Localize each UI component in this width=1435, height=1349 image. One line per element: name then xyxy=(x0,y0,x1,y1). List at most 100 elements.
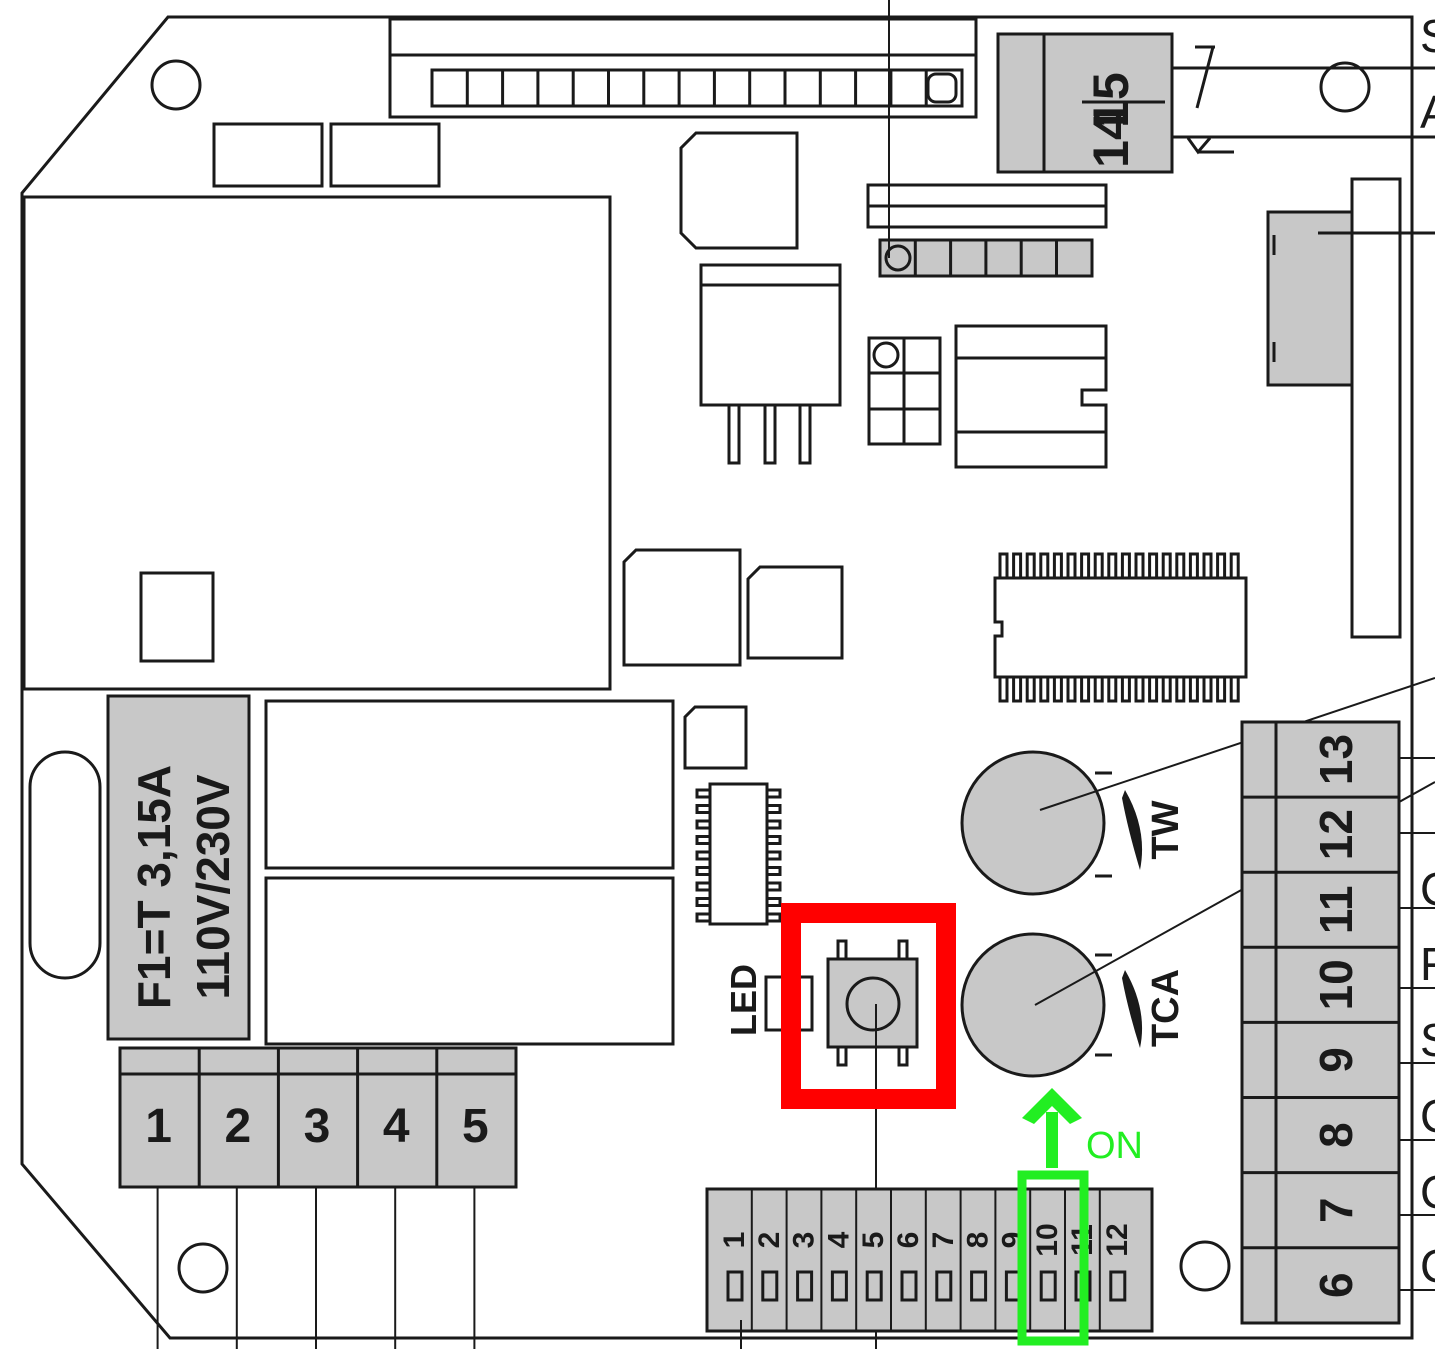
ic-pin xyxy=(695,881,712,892)
ic-pin xyxy=(695,804,712,814)
ic-pin xyxy=(1216,552,1227,580)
ic-pin xyxy=(765,912,782,923)
dip-switch-lever-8[interactable] xyxy=(970,1270,988,1302)
on-label: ON xyxy=(1086,1125,1143,1167)
ic-pin xyxy=(1052,552,1063,580)
dip-switch-label: 3 xyxy=(788,1232,821,1249)
ic-pin xyxy=(765,866,782,876)
capacitor xyxy=(746,565,844,660)
ic-pin xyxy=(1120,552,1131,580)
ic-pin xyxy=(765,897,782,907)
terminal-label: 4 xyxy=(383,1100,410,1153)
dip-switch-lever-5[interactable] xyxy=(865,1270,883,1302)
ic-pin xyxy=(765,835,782,845)
potentiometer-tw[interactable]: TW xyxy=(960,750,1187,896)
transformer xyxy=(22,195,612,691)
mounting-hole xyxy=(1179,1240,1231,1292)
led-label: LED xyxy=(723,964,764,1036)
component-box xyxy=(329,122,441,188)
push-button[interactable] xyxy=(826,939,919,1067)
dip-switch-label: 10 xyxy=(1031,1223,1064,1256)
button-highlight-frame xyxy=(781,903,956,1109)
edge-letter: S xyxy=(1420,10,1435,62)
ic-pin xyxy=(695,835,712,845)
dip-switch-lever-2[interactable] xyxy=(761,1270,779,1302)
dip-switch-label: 5 xyxy=(857,1232,890,1249)
ic-pin xyxy=(1039,552,1050,580)
oval-slot xyxy=(28,750,102,980)
dip-switch-label: 2 xyxy=(753,1232,786,1249)
ic-pin xyxy=(1148,675,1159,703)
relay xyxy=(264,699,675,870)
terminal-label: 2 xyxy=(224,1100,251,1153)
ic-pin xyxy=(765,804,782,814)
ic-pin xyxy=(1229,552,1240,580)
vertical-strip xyxy=(1350,177,1402,639)
ic-pin xyxy=(1012,552,1023,580)
ic-pin xyxy=(1175,675,1186,703)
terminal-label: 5 xyxy=(462,1100,489,1153)
ic-pin xyxy=(1066,675,1077,703)
ic-pin xyxy=(695,819,712,830)
terminal-label: 10 xyxy=(1310,959,1362,1010)
ic-pin xyxy=(1107,675,1118,703)
top-connector xyxy=(388,17,978,119)
ic-pin xyxy=(695,912,712,923)
transformer-tab xyxy=(139,571,215,663)
dip-switch-lever-12[interactable] xyxy=(1109,1270,1127,1302)
edge-letter: A xyxy=(1420,86,1435,138)
ic-pin xyxy=(998,675,1009,703)
mounting-hole xyxy=(150,59,202,111)
dip-switch-lever-10[interactable] xyxy=(1039,1270,1057,1302)
terminal-label: 7 xyxy=(1310,1197,1362,1223)
ic-pin xyxy=(998,552,1009,580)
ic-pin xyxy=(1161,552,1172,580)
dip-switch-label: 7 xyxy=(927,1232,960,1249)
ic-pin xyxy=(1093,552,1104,580)
potentiometer-tca[interactable]: TCA xyxy=(960,932,1187,1078)
fuse-block: F1=T 3,15A 110V/230V xyxy=(106,694,251,1041)
ic-pin xyxy=(1012,675,1023,703)
ic-pin xyxy=(1080,552,1091,580)
ic-pin xyxy=(1161,675,1172,703)
dip-switch-label: 1 xyxy=(718,1232,751,1249)
dip-switch-lever-4[interactable] xyxy=(830,1270,848,1302)
mounting-hole xyxy=(177,1242,229,1294)
ic-pin xyxy=(695,850,712,861)
connector-box xyxy=(954,324,1108,469)
dip-switch-lever-6[interactable] xyxy=(900,1270,918,1302)
ic-pin xyxy=(1175,552,1186,580)
terminal-label: 1 xyxy=(145,1100,172,1153)
terminal-label: 8 xyxy=(1310,1122,1362,1148)
dip-switch-label: 6 xyxy=(892,1232,925,1249)
edge-letter: C xyxy=(1420,1240,1435,1292)
capacitor xyxy=(679,131,799,250)
dip-switch-label: 4 xyxy=(822,1231,855,1248)
edge-letter: C xyxy=(1420,863,1435,915)
ic-pin xyxy=(1093,675,1104,703)
ic-pin xyxy=(695,788,712,799)
ic-pin xyxy=(1039,675,1050,703)
ic-pin xyxy=(1216,675,1227,703)
ic-pin xyxy=(1202,675,1213,703)
ic-pin xyxy=(695,897,712,907)
microcontroller-chip xyxy=(993,552,1248,703)
edge-letter: C xyxy=(1420,1090,1435,1142)
terminal-label: 12 xyxy=(1310,809,1362,860)
ic-pin xyxy=(765,819,782,830)
dip-highlight-frame xyxy=(1017,1170,1089,1346)
ic-pin xyxy=(1120,675,1131,703)
terminal-label: 14 xyxy=(1083,112,1139,168)
dip-switch-lever-7[interactable] xyxy=(935,1270,953,1302)
dip-switch-lever-1[interactable] xyxy=(726,1270,744,1302)
component-box xyxy=(212,122,324,188)
ic-pin xyxy=(1202,552,1213,580)
ic-pin xyxy=(1134,675,1145,703)
pot-label-tca: TCA xyxy=(1145,969,1187,1047)
ic-pin xyxy=(1229,675,1240,703)
small-ic-chip xyxy=(695,782,782,926)
ic-pin xyxy=(765,788,782,799)
dip-switch-lever-3[interactable] xyxy=(796,1270,814,1302)
